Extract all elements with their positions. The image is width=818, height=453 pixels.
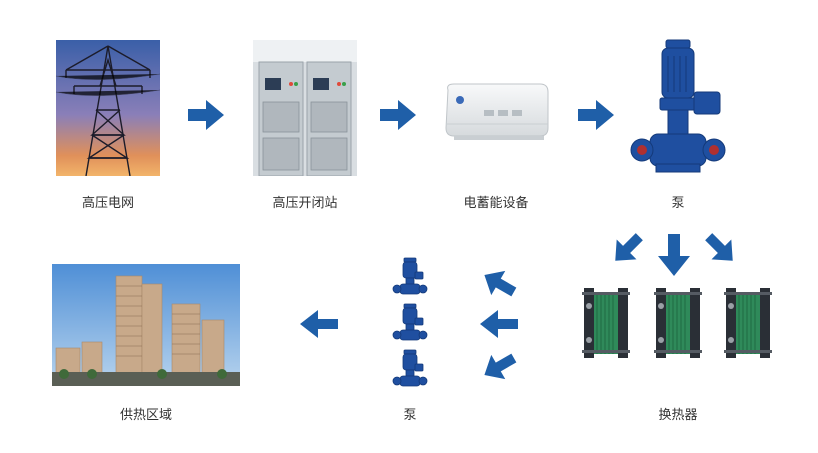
pump-top-image <box>628 36 728 176</box>
arrow-down-right-icon <box>705 233 733 261</box>
pump-bottom-label: 泵 <box>403 408 417 423</box>
arrow-left-icon <box>480 310 518 338</box>
heat-exchanger-label: 换热器 <box>658 408 698 423</box>
flow-arrow-left-final <box>300 310 338 338</box>
switch-station-label: 高压开闭站 <box>272 196 338 211</box>
storage-label: 电蓄能设备 <box>463 196 529 211</box>
arrow-right-icon <box>578 100 614 130</box>
arrow-down-left-icon <box>615 233 643 261</box>
pump-top-label: 泵 <box>671 196 685 211</box>
arrow-left-icon <box>300 310 338 338</box>
power-tower-icon <box>56 40 160 176</box>
flow-arrow-right-2 <box>380 100 416 130</box>
plate-heat-exchanger-icon <box>582 287 773 359</box>
flow-arrow-down-left-2 <box>480 346 520 386</box>
pump-bottom-group <box>392 256 428 392</box>
heating-area-label: 供热区域 <box>119 408 172 423</box>
storage-image <box>440 80 552 144</box>
arrow-right-icon <box>380 100 416 130</box>
grid-label: 高压电网 <box>81 196 134 211</box>
arrow-down-left-icon <box>484 353 517 380</box>
switchgear-icon <box>253 40 357 176</box>
arrow-up-left-icon <box>484 270 517 297</box>
flow-arrow-left <box>480 310 518 338</box>
flow-arrow-down <box>658 234 690 276</box>
heating-area-image <box>52 264 240 386</box>
flow-arrow-right-3 <box>578 100 614 130</box>
arrow-right-icon <box>188 100 224 130</box>
flow-arrow-down-left <box>608 228 648 268</box>
flow-arrow-up-left <box>480 264 520 304</box>
arrow-down-icon <box>658 234 690 276</box>
switch-station-image <box>253 40 357 176</box>
flow-arrow-right-1 <box>188 100 224 130</box>
heat-exchanger-group <box>580 286 776 362</box>
flow-arrow-down-right <box>700 228 740 268</box>
energy-storage-unit-icon <box>445 83 549 140</box>
pump-icon <box>392 257 428 387</box>
grid-image <box>56 40 160 176</box>
buildings-icon <box>52 264 240 386</box>
pump-icon <box>630 39 726 173</box>
